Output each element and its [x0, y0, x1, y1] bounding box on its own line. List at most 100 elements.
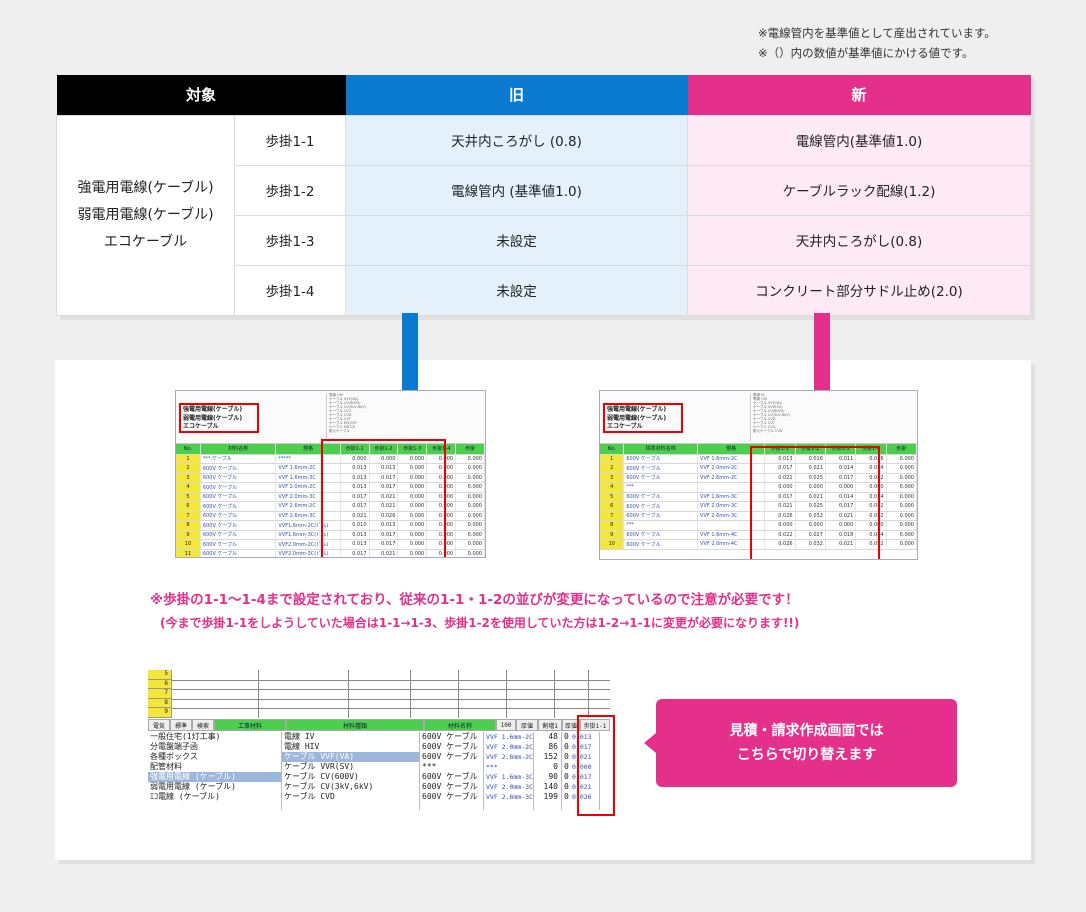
sheet-header-cell: 歩掛1-4	[426, 444, 457, 455]
sheet-header-cell: 規格	[697, 444, 766, 455]
list-item[interactable]: VVF 2.6mm-2C	[486, 753, 533, 761]
spec-list[interactable]: VVF 1.6mm-2C VVF 2.0mm-2C VVF 2.6mm-2C *** V…	[484, 732, 534, 810]
list-item[interactable]: ***	[422, 762, 437, 771]
list-item[interactable]: ケーブル CV(600V)	[284, 772, 359, 781]
list-item[interactable]: ケーブル CV(3kV,6kV)	[284, 782, 374, 791]
zoom-stepper[interactable]: 100	[496, 719, 516, 731]
list-item[interactable]: 強電用電線 (ケーブル)	[148, 772, 281, 782]
list-item[interactable]: ｴｺ電線 (ケーブル)	[150, 792, 220, 801]
list-item[interactable]: 弱電用電線 (ケーブル)	[150, 782, 236, 791]
sheet-cell: 0.000	[886, 539, 917, 550]
sheet-cell: 0.000	[397, 454, 428, 464]
header-target: 対象	[56, 75, 346, 115]
sheet-cell: 0.000	[886, 463, 917, 474]
list-item[interactable]: ケーブル VVR(SV)	[284, 762, 355, 771]
list-item[interactable]: VVF 2.6mm-3C	[486, 793, 533, 801]
list-item[interactable]: 600V ケーブル	[422, 732, 478, 741]
sheet-cell: 0.013	[369, 463, 399, 474]
sheet-cell: 0.000	[426, 520, 457, 531]
list-item[interactable]: 600V ケーブル	[422, 742, 478, 751]
sheet-cell: VVF2.0mm-2C(ﾄﾞﾗﾑ)	[275, 539, 341, 550]
sheet-header-cell: 歩掛1-1	[764, 444, 796, 455]
list-item[interactable]: ケーブル CVD	[284, 792, 335, 801]
tab-standard[interactable]: 標準	[170, 719, 192, 731]
target-line: 弱電用電線(ケーブル)	[77, 206, 214, 223]
sheet-cell: 600V ケーブル	[200, 473, 277, 483]
sheet-cell: VVF 2.0mm-3C	[275, 492, 341, 502]
sheet-cell: 0.000	[426, 482, 457, 493]
list-item[interactable]: 600V ケーブル	[422, 772, 478, 781]
sheet-cell: 5	[176, 492, 201, 502]
sheet-cell: 4	[176, 482, 201, 493]
sheet-cell: 0.017	[340, 501, 370, 512]
list-item[interactable]: 分電盤端子函	[150, 742, 198, 751]
work-material-list[interactable]: 一般住宅(1灯工事)分電盤端子函各種ボックス配管材料強電用電線 (ケーブル)弱電…	[148, 732, 282, 810]
list-item[interactable]: 電線 IV	[284, 732, 315, 741]
list-item[interactable]: 電線 HIV	[284, 742, 320, 751]
target-line: 強電用電線(ケーブル)	[77, 179, 214, 196]
list-item[interactable]: 600V ケーブル	[422, 782, 478, 791]
tab-search[interactable]: 検索	[192, 719, 214, 731]
list-item: 0	[564, 772, 569, 781]
list-item: 0.021	[572, 753, 592, 761]
list-item[interactable]: VVF 1.6mm-2C	[486, 733, 533, 741]
list-item: 0	[564, 762, 569, 771]
list-item[interactable]: ケーブル VVF(VA)	[282, 752, 419, 762]
row-number: 5	[148, 670, 171, 680]
list-item[interactable]: 一般住宅(1灯工事)	[150, 732, 221, 741]
list-item[interactable]: ***	[486, 763, 498, 771]
list-item[interactable]: VVF 1.6mm-3C	[486, 773, 533, 781]
estimate-screen-screenshot: 5 6 7 8 9 電気 標準 検索 工事材料 材料種類 材料名称 100 厚値…	[148, 670, 610, 810]
sheet-header-cell: 材料名称	[200, 444, 277, 455]
list-item[interactable]: VVF 2.0mm-3C	[486, 783, 533, 791]
sheet-cell: 0.013	[369, 520, 399, 531]
list-item[interactable]: VVF 2.0mm-2C	[486, 743, 533, 751]
sheet-cell: 0.000	[455, 482, 485, 493]
sheet-cell: 0.000	[397, 501, 428, 512]
sheet-cell: 0.000	[397, 463, 428, 474]
list-item[interactable]: 600V ケーブル	[422, 752, 478, 761]
list-item[interactable]: 600V ケーブル	[422, 792, 478, 801]
sheet-cell: 0.042	[855, 473, 887, 483]
buka-selector[interactable]: 歩掛1-1	[580, 719, 610, 731]
sheet-cell: VVF 1.6mm-2C	[697, 454, 766, 464]
category-line: 強電用電線(ケーブル)	[607, 406, 667, 413]
tab-electric[interactable]: 電気	[148, 719, 170, 731]
sheet-cell: 0.017	[340, 549, 370, 557]
sheet-cell: 0.011	[825, 454, 857, 464]
sheet-cell: 0.032	[795, 511, 826, 521]
list-item[interactable]: 配管材料	[150, 762, 182, 771]
callout-line-1: 見積・請求作成画面では	[729, 723, 884, 739]
sheet-cell: 0.000	[855, 482, 887, 493]
list-item[interactable]: 各種ボックス	[150, 752, 198, 761]
sheet-cell: 0.000	[764, 482, 796, 493]
sheet-cell: 1	[176, 454, 201, 464]
sheet-cell: 1	[600, 454, 625, 464]
